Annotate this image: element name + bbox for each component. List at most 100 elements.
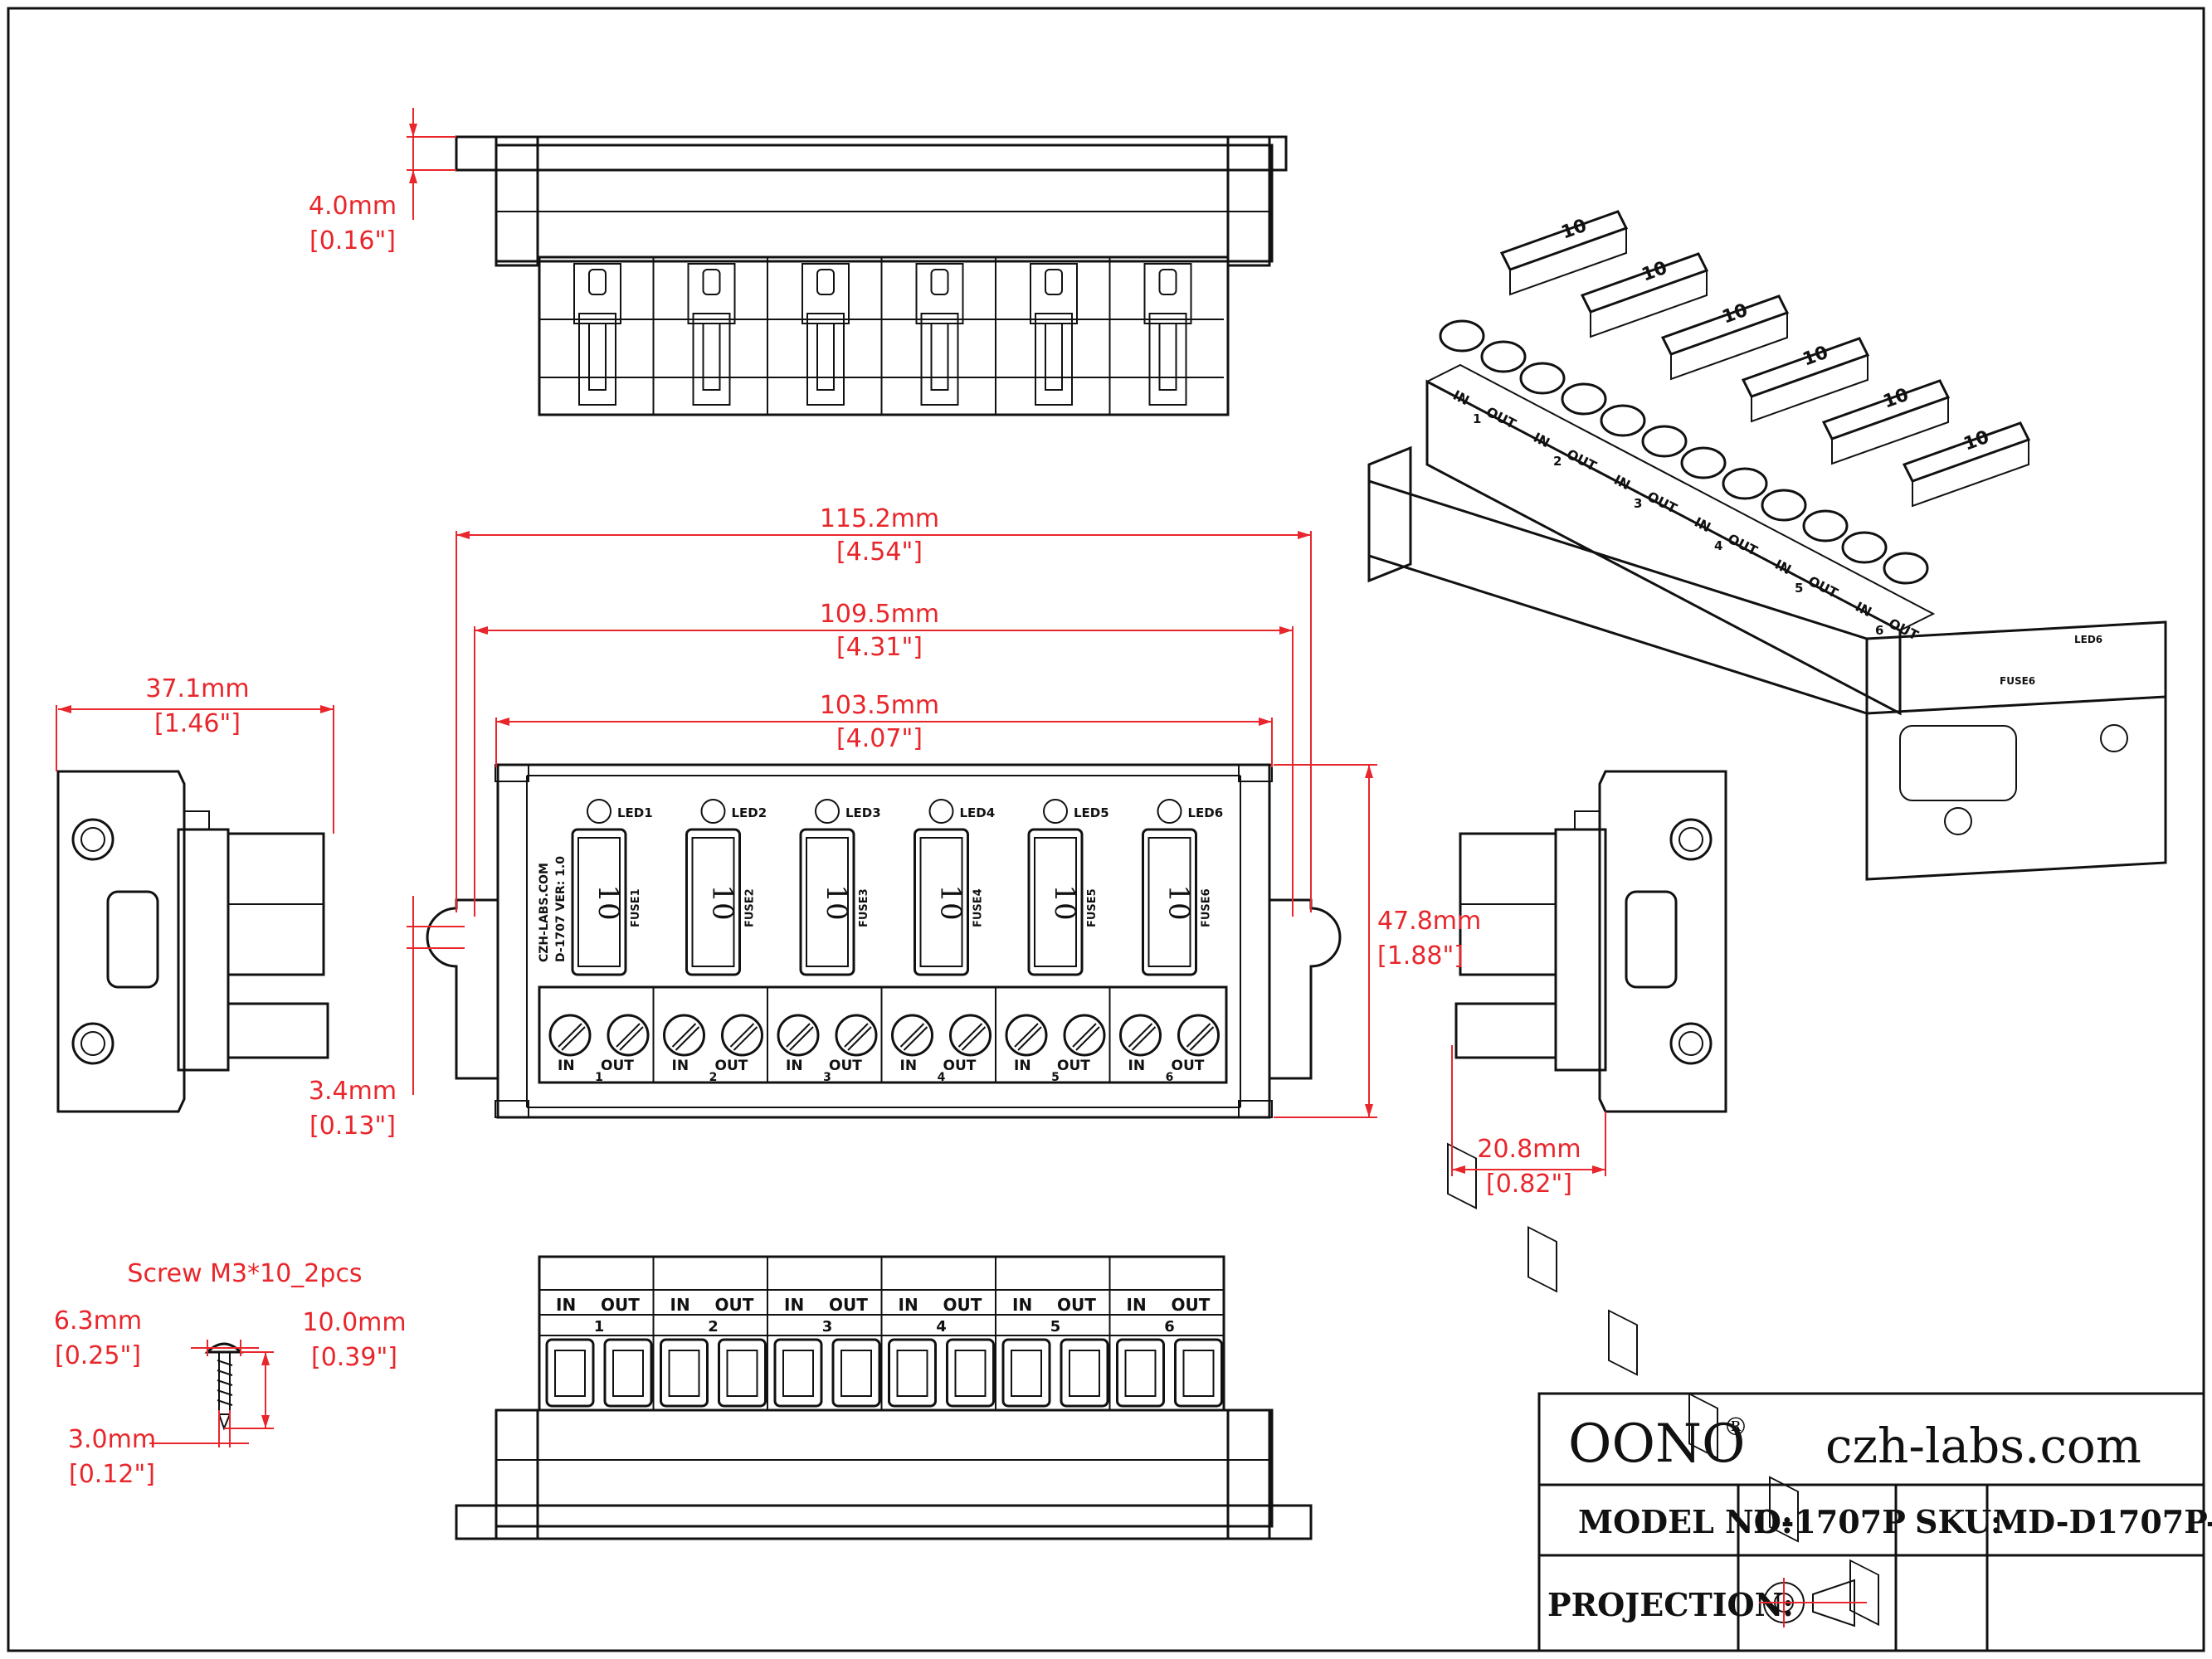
fuse-body xyxy=(799,828,855,976)
front-terminal-strip xyxy=(538,985,1228,1084)
led-label: LED4 xyxy=(960,805,996,820)
dim-body-width-inch: [4.07"] xyxy=(836,724,923,753)
out-label: OUT xyxy=(829,1058,862,1074)
wire-opening xyxy=(888,1338,937,1408)
fuse-clip xyxy=(1148,313,1187,406)
wire-opening xyxy=(946,1338,995,1408)
led-icon xyxy=(700,799,726,824)
led-label: LED5 xyxy=(1074,805,1109,820)
iso-fuse-value: 10 xyxy=(1720,300,1751,328)
iso-led-label: LED6 xyxy=(2074,634,2102,645)
dim-slot-width-inch: [0.13"] xyxy=(309,1112,396,1141)
screw-shank-dim-inch: [0.12"] xyxy=(69,1460,155,1489)
led-icon xyxy=(1157,799,1182,824)
iso-in-label: IN xyxy=(1531,430,1552,451)
sheet-border xyxy=(7,7,2205,1652)
in-label: IN xyxy=(1014,1058,1031,1074)
iso-terminal-face xyxy=(1425,379,1902,716)
wire-opening xyxy=(603,1338,653,1408)
iso-screw xyxy=(1722,467,1768,500)
channel-number: 1 xyxy=(595,1071,603,1084)
fuse-clip xyxy=(578,313,616,406)
fuse-clip xyxy=(920,313,959,406)
fuse-value: 10 xyxy=(592,884,625,920)
in-label: IN xyxy=(556,1295,576,1315)
out-label: OUT xyxy=(715,1058,748,1074)
registered-mark: ® xyxy=(1723,1413,1748,1442)
terminal-screw xyxy=(777,1014,820,1057)
fuse-value: 10 xyxy=(706,884,739,920)
in-label: IN xyxy=(786,1058,803,1074)
in-label: IN xyxy=(1012,1295,1032,1315)
iso-in-label: IN xyxy=(1692,514,1713,536)
terminal-screw xyxy=(1119,1014,1162,1057)
wire-opening xyxy=(1060,1338,1109,1408)
terminal-screw xyxy=(1005,1014,1048,1057)
screw-detail: Screw M3*10_2pcs 6.3mm [0.25"] 10.0mm [0… xyxy=(54,1259,407,1489)
iso-in-label: IN xyxy=(1772,557,1794,578)
board-maker-label: CZH-LABS.COM xyxy=(538,863,551,962)
dim-rail-depth-mm: 20.8mm xyxy=(1477,1135,1581,1164)
channel-number: 6 xyxy=(1164,1318,1175,1335)
iso-end-bracket xyxy=(1865,622,2167,881)
iso-screw xyxy=(1480,340,1527,373)
terminal-screw xyxy=(1177,1014,1220,1057)
iso-screw xyxy=(1680,446,1727,479)
in-label: IN xyxy=(1128,1058,1146,1074)
led-label: LED3 xyxy=(845,805,881,820)
iso-fuse-value: 10 xyxy=(1640,258,1670,286)
iso-screw xyxy=(1641,425,1688,458)
model-label: MODEL NO: xyxy=(1578,1503,1793,1540)
fuse-label: FUSE1 xyxy=(630,888,642,927)
wire-opening xyxy=(1116,1338,1165,1408)
dim-body-width-mm: 103.5mm xyxy=(820,691,939,720)
led-label: LED2 xyxy=(732,805,767,820)
title-block: OONO ® czh-labs.com MODEL NO: D-1707P SK… xyxy=(1537,1392,2212,1652)
channel-number: 1 xyxy=(594,1318,605,1335)
out-label: OUT xyxy=(715,1295,754,1315)
fuse-label: FUSE5 xyxy=(1086,888,1099,927)
out-label: OUT xyxy=(1172,1295,1211,1315)
sku-value: MD-D1707P-1 xyxy=(1993,1503,2212,1540)
top-view-terminal-block xyxy=(538,255,1230,416)
out-label: OUT xyxy=(1172,1058,1205,1074)
screw-head-dim-inch: [0.25"] xyxy=(55,1341,141,1370)
iso-screw xyxy=(1761,489,1807,522)
wire-opening xyxy=(545,1338,595,1408)
dim-mount-pitch-inch: [4.31"] xyxy=(836,633,923,662)
terminal-screw xyxy=(663,1014,705,1057)
out-label: OUT xyxy=(829,1295,868,1315)
fuse-clip xyxy=(692,313,731,406)
channel-number: 3 xyxy=(822,1318,833,1335)
dim-slot-width-mm: 3.4mm xyxy=(309,1077,397,1106)
led-label: LED1 xyxy=(617,805,653,820)
dim-tab-thickness-inch: [0.16"] xyxy=(309,226,396,255)
right-side-bracket xyxy=(1598,770,1727,1113)
dimensions: 115.2mm [4.54"] 109.5mm [4.31"] 103.5mm … xyxy=(56,108,1606,1199)
wire-opening xyxy=(1174,1338,1223,1408)
projection-symbol xyxy=(1759,1578,1867,1627)
out-label: OUT xyxy=(1057,1295,1096,1315)
channel-number: 2 xyxy=(708,1318,719,1335)
front-view-body xyxy=(496,763,1271,1119)
iso-out-label: OUT xyxy=(1886,615,1921,644)
terminal-screw xyxy=(607,1014,650,1057)
iso-channel-number: 1 xyxy=(1473,411,1481,426)
in-label: IN xyxy=(900,1058,918,1074)
left-side-bracket xyxy=(56,770,186,1113)
out-label: OUT xyxy=(1057,1058,1090,1074)
fuse-value: 10 xyxy=(1162,884,1196,920)
iso-out-label: OUT xyxy=(1644,489,1679,517)
out-label: OUT xyxy=(943,1058,977,1074)
screw-length-dim-inch: [0.39"] xyxy=(311,1343,397,1372)
dim-side-depth-mm: 37.1mm xyxy=(145,674,249,703)
iso-out-label: OUT xyxy=(1484,404,1518,432)
in-label: IN xyxy=(784,1295,804,1315)
fuse-clip xyxy=(1035,313,1073,406)
wire-opening xyxy=(831,1338,881,1408)
in-label: IN xyxy=(1127,1295,1147,1315)
dim-overall-width-mm: 115.2mm xyxy=(820,504,939,533)
